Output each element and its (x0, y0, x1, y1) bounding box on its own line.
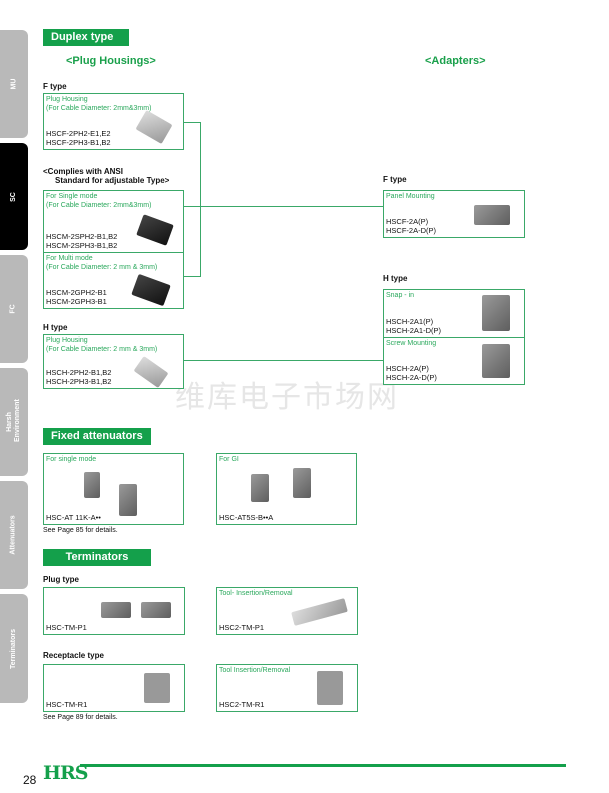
caption: (For Cable Diameter: 2mm&3mm) (46, 105, 152, 112)
hrs-logo: HRS (43, 762, 88, 784)
adapter-h-type-label: H type (383, 274, 408, 283)
caption: Panel Mounting (386, 193, 435, 200)
footer-rule (80, 764, 566, 767)
caption: For Single mode (46, 193, 98, 200)
product-card-hscf-adapter[interactable]: Panel Mounting HSCF-2A(P)HSCF-2A-D(P) (383, 190, 525, 238)
product-card-hsc-at11k[interactable]: For single mode HSC-AT 11K-A•• (43, 453, 184, 525)
tool-image (291, 598, 348, 626)
receptacle-image (144, 673, 170, 703)
part-number: HSCM-2GPH3-B1 (46, 297, 107, 306)
part-number: HSC2-TM-R1 (219, 700, 265, 709)
section-header-attenuators: Fixed attenuators (43, 428, 151, 445)
side-tab-harsh[interactable]: Harsh Environment (0, 368, 28, 476)
adapter-image (474, 205, 510, 225)
caption: Screw Mounting (386, 340, 437, 347)
part-number: HSCH-2PH3-B1,B2 (46, 377, 112, 386)
side-tab-fc[interactable]: FC (0, 255, 28, 363)
details-note: See Page 85 for details. (43, 527, 118, 534)
part-number: HSCM-2SPH3-B1,B2 (46, 241, 118, 250)
part-number: HSCM-2SPH2-B1,B2 (46, 232, 118, 241)
terminator-image (101, 602, 131, 618)
adapter-image (482, 344, 510, 378)
part-number: HSC-AT5S-B••A (219, 513, 274, 522)
connector-line (184, 276, 201, 277)
product-card-hsc-tm-p1[interactable]: HSC-TM-P1 (43, 587, 185, 635)
product-card-hsc2-tm-p1[interactable]: Tool- Insertion/Removal HSC2-TM-P1 (216, 587, 358, 635)
product-card-hsch-plug[interactable]: Plug Housing (For Cable Diameter: 2 mm & … (43, 334, 184, 389)
part-number: HSCH-2A(P) (386, 364, 429, 373)
plug-housing-image (135, 109, 173, 145)
terminator-image (141, 602, 171, 618)
connector-line (200, 122, 201, 277)
part-number: HSCH-2A1(P) (386, 317, 434, 326)
caption: (For Cable Diameter: 2 mm & 3mm) (46, 346, 158, 353)
details-note: See Page 89 for details. (43, 714, 118, 721)
product-card-hsc-at5s[interactable]: For GI HSC-AT5S-B••A (216, 453, 357, 525)
part-number: HSCH-2PH2-B1,B2 (46, 368, 112, 377)
caption: Plug Housing (46, 96, 88, 103)
part-number: HSC-AT 11K-A•• (46, 513, 101, 522)
caption: For GI (219, 456, 239, 463)
ansi-label-line: Standard for adjustable Type> (55, 176, 170, 185)
side-tab-sc[interactable]: SC (0, 143, 28, 250)
caption: Snap - in (386, 292, 415, 299)
part-number: HSCH-2A1-D(P) (386, 326, 442, 335)
adapter-image (482, 295, 510, 331)
part-number: HSC2-TM-P1 (219, 623, 265, 632)
side-tab-attenuators[interactable]: Attenuators (0, 481, 28, 589)
part-number: HSCF-2PH2-E1,E2 (46, 129, 111, 138)
h-type-label: H type (43, 323, 68, 332)
caption: Tool- Insertion/Removal (219, 590, 293, 597)
plug-type-label: Plug type (43, 575, 80, 584)
part-number: HSCF-2A-D(P) (386, 226, 436, 235)
part-number: HSCM-2GPH2-B1 (46, 288, 107, 297)
product-card-hscm-multi[interactable]: For Multi mode (For Cable Diameter: 2 mm … (43, 252, 184, 309)
product-card-hsch-snap[interactable]: Snap - in HSCH-2A1(P)HSCH-2A1-D(P) (383, 289, 525, 338)
f-type-label: F type (43, 82, 67, 91)
caption: Plug Housing (46, 337, 88, 344)
product-card-hscm-single[interactable]: For Single mode (For Cable Diameter: 2mm&… (43, 190, 184, 253)
product-card-hsc-tm-r1[interactable]: HSC-TM-R1 (43, 664, 185, 712)
attenuator-image (84, 472, 100, 498)
attenuator-image (119, 484, 137, 516)
caption: For Multi mode (46, 255, 93, 262)
receptacle-image (317, 671, 343, 705)
caption: For single mode (46, 456, 97, 463)
part-number: HSCF-2A(P) (386, 217, 429, 226)
plug-housings-heading: <Plug Housings> (66, 55, 156, 67)
part-number: HSC-TM-R1 (46, 700, 88, 709)
receptacle-type-label: Receptacle type (43, 651, 104, 660)
caption: Tool Insertion/Removal (219, 667, 291, 674)
plug-housing-image (133, 356, 169, 388)
attenuator-image (251, 474, 269, 502)
product-card-hsc2-tm-r1[interactable]: Tool Insertion/Removal HSC2-TM-R1 (216, 664, 358, 712)
caption: (For Cable Diameter: 2mm&3mm) (46, 202, 152, 209)
connector-line (184, 360, 384, 361)
connector-image (131, 273, 171, 307)
part-number: HSCH-2A-D(P) (386, 373, 437, 382)
product-card-hsch-screw[interactable]: Screw Mounting HSCH-2A(P)HSCH-2A-D(P) (383, 337, 525, 385)
caption: (For Cable Diameter: 2 mm & 3mm) (46, 264, 158, 271)
ansi-label-line: <Complies with ANSI (43, 167, 123, 176)
side-tab-mu[interactable]: MU (0, 30, 28, 138)
product-card-hscf-plug[interactable]: Plug Housing (For Cable Diameter: 2mm&3mm… (43, 93, 184, 150)
page-number: 28 (23, 773, 37, 787)
section-header-duplex: Duplex type (43, 29, 129, 46)
connector-image (136, 214, 174, 246)
attenuator-image (293, 468, 311, 498)
side-tab-terminators[interactable]: Terminators (0, 594, 28, 703)
adapter-f-type-label: F type (383, 175, 407, 184)
connector-line (184, 122, 201, 123)
adapters-heading: <Adapters> (425, 55, 486, 67)
watermark: 维库电子市场网 (175, 380, 399, 415)
connector-line (184, 206, 384, 207)
part-number: HSCF-2PH3-B1,B2 (46, 138, 111, 147)
section-header-terminators: Terminators (43, 549, 151, 566)
part-number: HSC-TM-P1 (46, 623, 87, 632)
